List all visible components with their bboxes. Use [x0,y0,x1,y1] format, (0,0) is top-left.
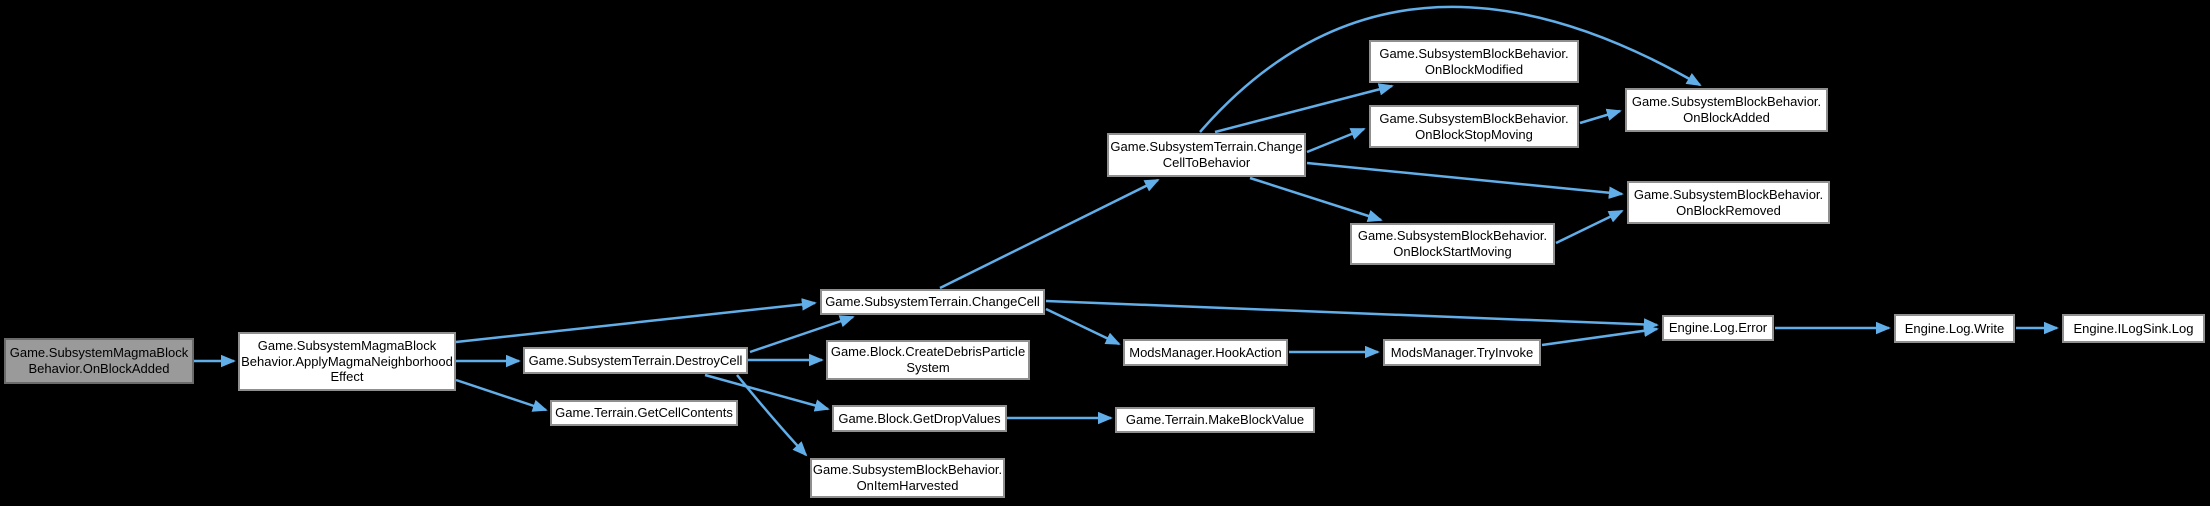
edge-change-cell-to-behavior-to-on-block-modified [1214,83,1394,134]
graph-node-magma-on-block-added: Game.SubsystemMagmaBlock Behavior.OnBloc… [4,338,194,384]
graph-node-get-drop-values[interactable]: Game.Block.GetDropValues [832,405,1007,432]
edge-change-cell-to-behavior-to-on-block-added [1199,5,1702,133]
edge-try-invoke-to-log-error [1541,324,1659,347]
edge-destroy-cell-to-on-item-harvested [736,374,808,457]
graph-node-hook-action[interactable]: ModsManager.HookAction [1123,339,1288,366]
edge-destroy-cell-to-get-drop-values [704,373,830,412]
graph-node-make-block-value[interactable]: Game.Terrain.MakeBlockValue [1115,407,1315,433]
edge-change-cell-to-behavior-to-on-block-start-moving [1249,176,1383,222]
graph-node-on-block-stop-moving[interactable]: Game.SubsystemBlockBehavior. OnBlockStop… [1369,105,1579,148]
graph-node-on-block-added[interactable]: Game.SubsystemBlockBehavior. OnBlockAdde… [1625,88,1828,132]
edge-change-cell-to-change-cell-to-behavior [939,178,1160,290]
edge-apply-magma-neighborhood-effect-to-change-cell [455,298,817,344]
edge-on-block-start-moving-to-on-block-removed [1555,209,1624,245]
graph-node-change-cell[interactable]: Game.SubsystemTerrain.ChangeCell [820,289,1045,315]
graph-node-on-block-start-moving[interactable]: Game.SubsystemBlockBehavior. OnBlockStar… [1350,223,1555,265]
edge-change-cell-to-behavior-to-on-block-removed [1306,161,1624,199]
graph-node-change-cell-to-behavior[interactable]: Game.SubsystemTerrain.Change CellToBehav… [1107,133,1306,177]
edge-change-cell-to-hook-action [1045,307,1121,346]
graph-node-create-debris-particle-system[interactable]: Game.Block.CreateDebrisParticle System [826,340,1030,380]
graph-node-log-error[interactable]: Engine.Log.Error [1662,315,1774,341]
edge-destroy-cell-to-change-cell [749,315,855,354]
graph-node-get-cell-contents[interactable]: Game.Terrain.GetCellContents [550,400,738,426]
graph-node-on-block-modified[interactable]: Game.SubsystemBlockBehavior. OnBlockModi… [1369,40,1579,83]
edge-change-cell-to-behavior-to-on-block-stop-moving [1306,127,1366,154]
graph-node-apply-magma-neighborhood-effect[interactable]: Game.SubsystemMagmaBlock Behavior.ApplyM… [238,332,456,391]
graph-node-try-invoke[interactable]: ModsManager.TryInvoke [1383,339,1541,366]
graph-node-log-write[interactable]: Engine.Log.Write [1894,314,2015,343]
edge-on-block-stop-moving-to-on-block-added [1579,108,1622,125]
graph-node-on-item-harvested[interactable]: Game.SubsystemBlockBehavior. OnItemHarve… [810,458,1005,498]
graph-node-destroy-cell[interactable]: Game.SubsystemTerrain.DestroyCell [523,347,748,374]
graph-node-ilogsink-log[interactable]: Engine.ILogSink.Log [2062,314,2205,343]
edge-change-cell-to-log-error [1045,299,1659,331]
graph-node-on-block-removed[interactable]: Game.SubsystemBlockBehavior. OnBlockRemo… [1627,181,1830,224]
edge-apply-magma-neighborhood-effect-to-get-cell-contents [455,378,548,412]
